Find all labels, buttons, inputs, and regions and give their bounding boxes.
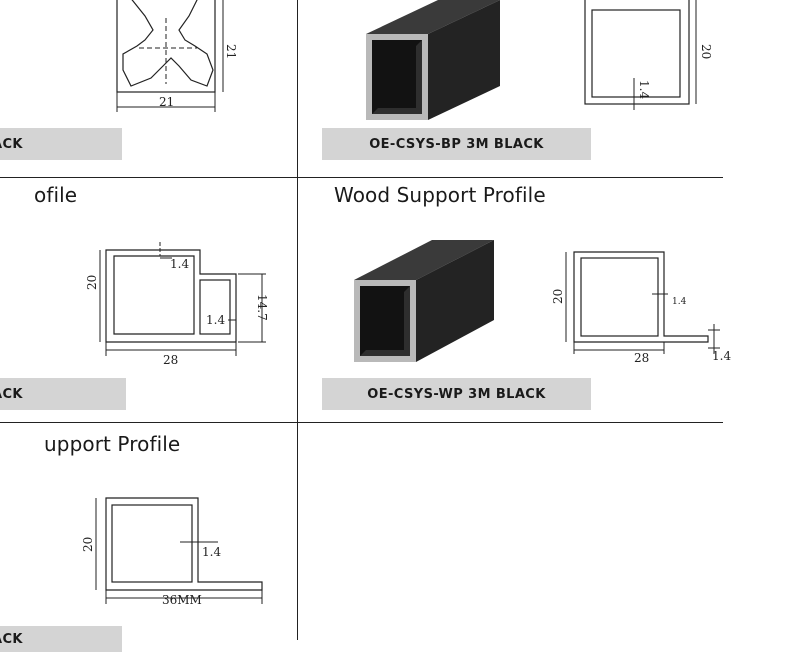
stepped-profile-drawing: 1.4 1.4 20 14.7 28 bbox=[85, 242, 269, 367]
product-label-row2-left: ACK bbox=[0, 378, 126, 410]
product-label-wood-support: OE-CSYS-WP 3M BLACK bbox=[322, 378, 591, 410]
profile-title-wood-support: Wood Support Profile bbox=[334, 183, 546, 207]
base-profile-drawing: 1.4 20 bbox=[584, 0, 713, 110]
cross-profile-drawing: 21 21 bbox=[116, 0, 238, 112]
product-label-row3-left: ACK bbox=[0, 626, 122, 652]
stepped-small-height-dim: 14.7 bbox=[255, 294, 269, 321]
row-divider-1 bbox=[0, 177, 723, 178]
row-divider-2 bbox=[0, 422, 723, 423]
column-divider bbox=[297, 0, 298, 640]
profile-title-row3-left: upport Profile bbox=[44, 432, 181, 456]
lipped-width-dim: 36MM bbox=[162, 593, 202, 607]
base-height-dim: 20 bbox=[699, 44, 713, 59]
base-profile-photo bbox=[366, 0, 500, 120]
wood-support-photo bbox=[354, 240, 494, 362]
lipped-wall-dim: 1.4 bbox=[202, 545, 221, 559]
product-label-row1-left: ACK bbox=[0, 128, 122, 160]
stepped-wall-top-dim: 1.4 bbox=[170, 257, 189, 271]
wood-wall-dim: 1.4 bbox=[672, 297, 687, 307]
wood-support-drawing: 20 1.4 28 1.4 bbox=[551, 251, 731, 365]
cross-width-dim: 21 bbox=[159, 95, 174, 109]
lipped-height-dim: 20 bbox=[81, 537, 95, 552]
stepped-wall-inner-dim: 1.4 bbox=[206, 313, 225, 327]
wood-width-dim: 28 bbox=[634, 351, 649, 365]
stepped-height-dim: 20 bbox=[85, 275, 99, 290]
profile-title-row2-left: ofile bbox=[34, 183, 78, 207]
product-label-base: OE-CSYS-BP 3M BLACK bbox=[322, 128, 591, 160]
wood-lip-dim: 1.4 bbox=[712, 349, 731, 363]
cross-height-dim: 21 bbox=[224, 44, 238, 59]
base-wall-dim: 1.4 bbox=[637, 80, 651, 99]
lipped-profile-drawing: 20 1.4 36MM bbox=[81, 497, 263, 607]
stepped-width-dim: 28 bbox=[163, 353, 178, 367]
wood-height-dim: 20 bbox=[551, 289, 565, 304]
